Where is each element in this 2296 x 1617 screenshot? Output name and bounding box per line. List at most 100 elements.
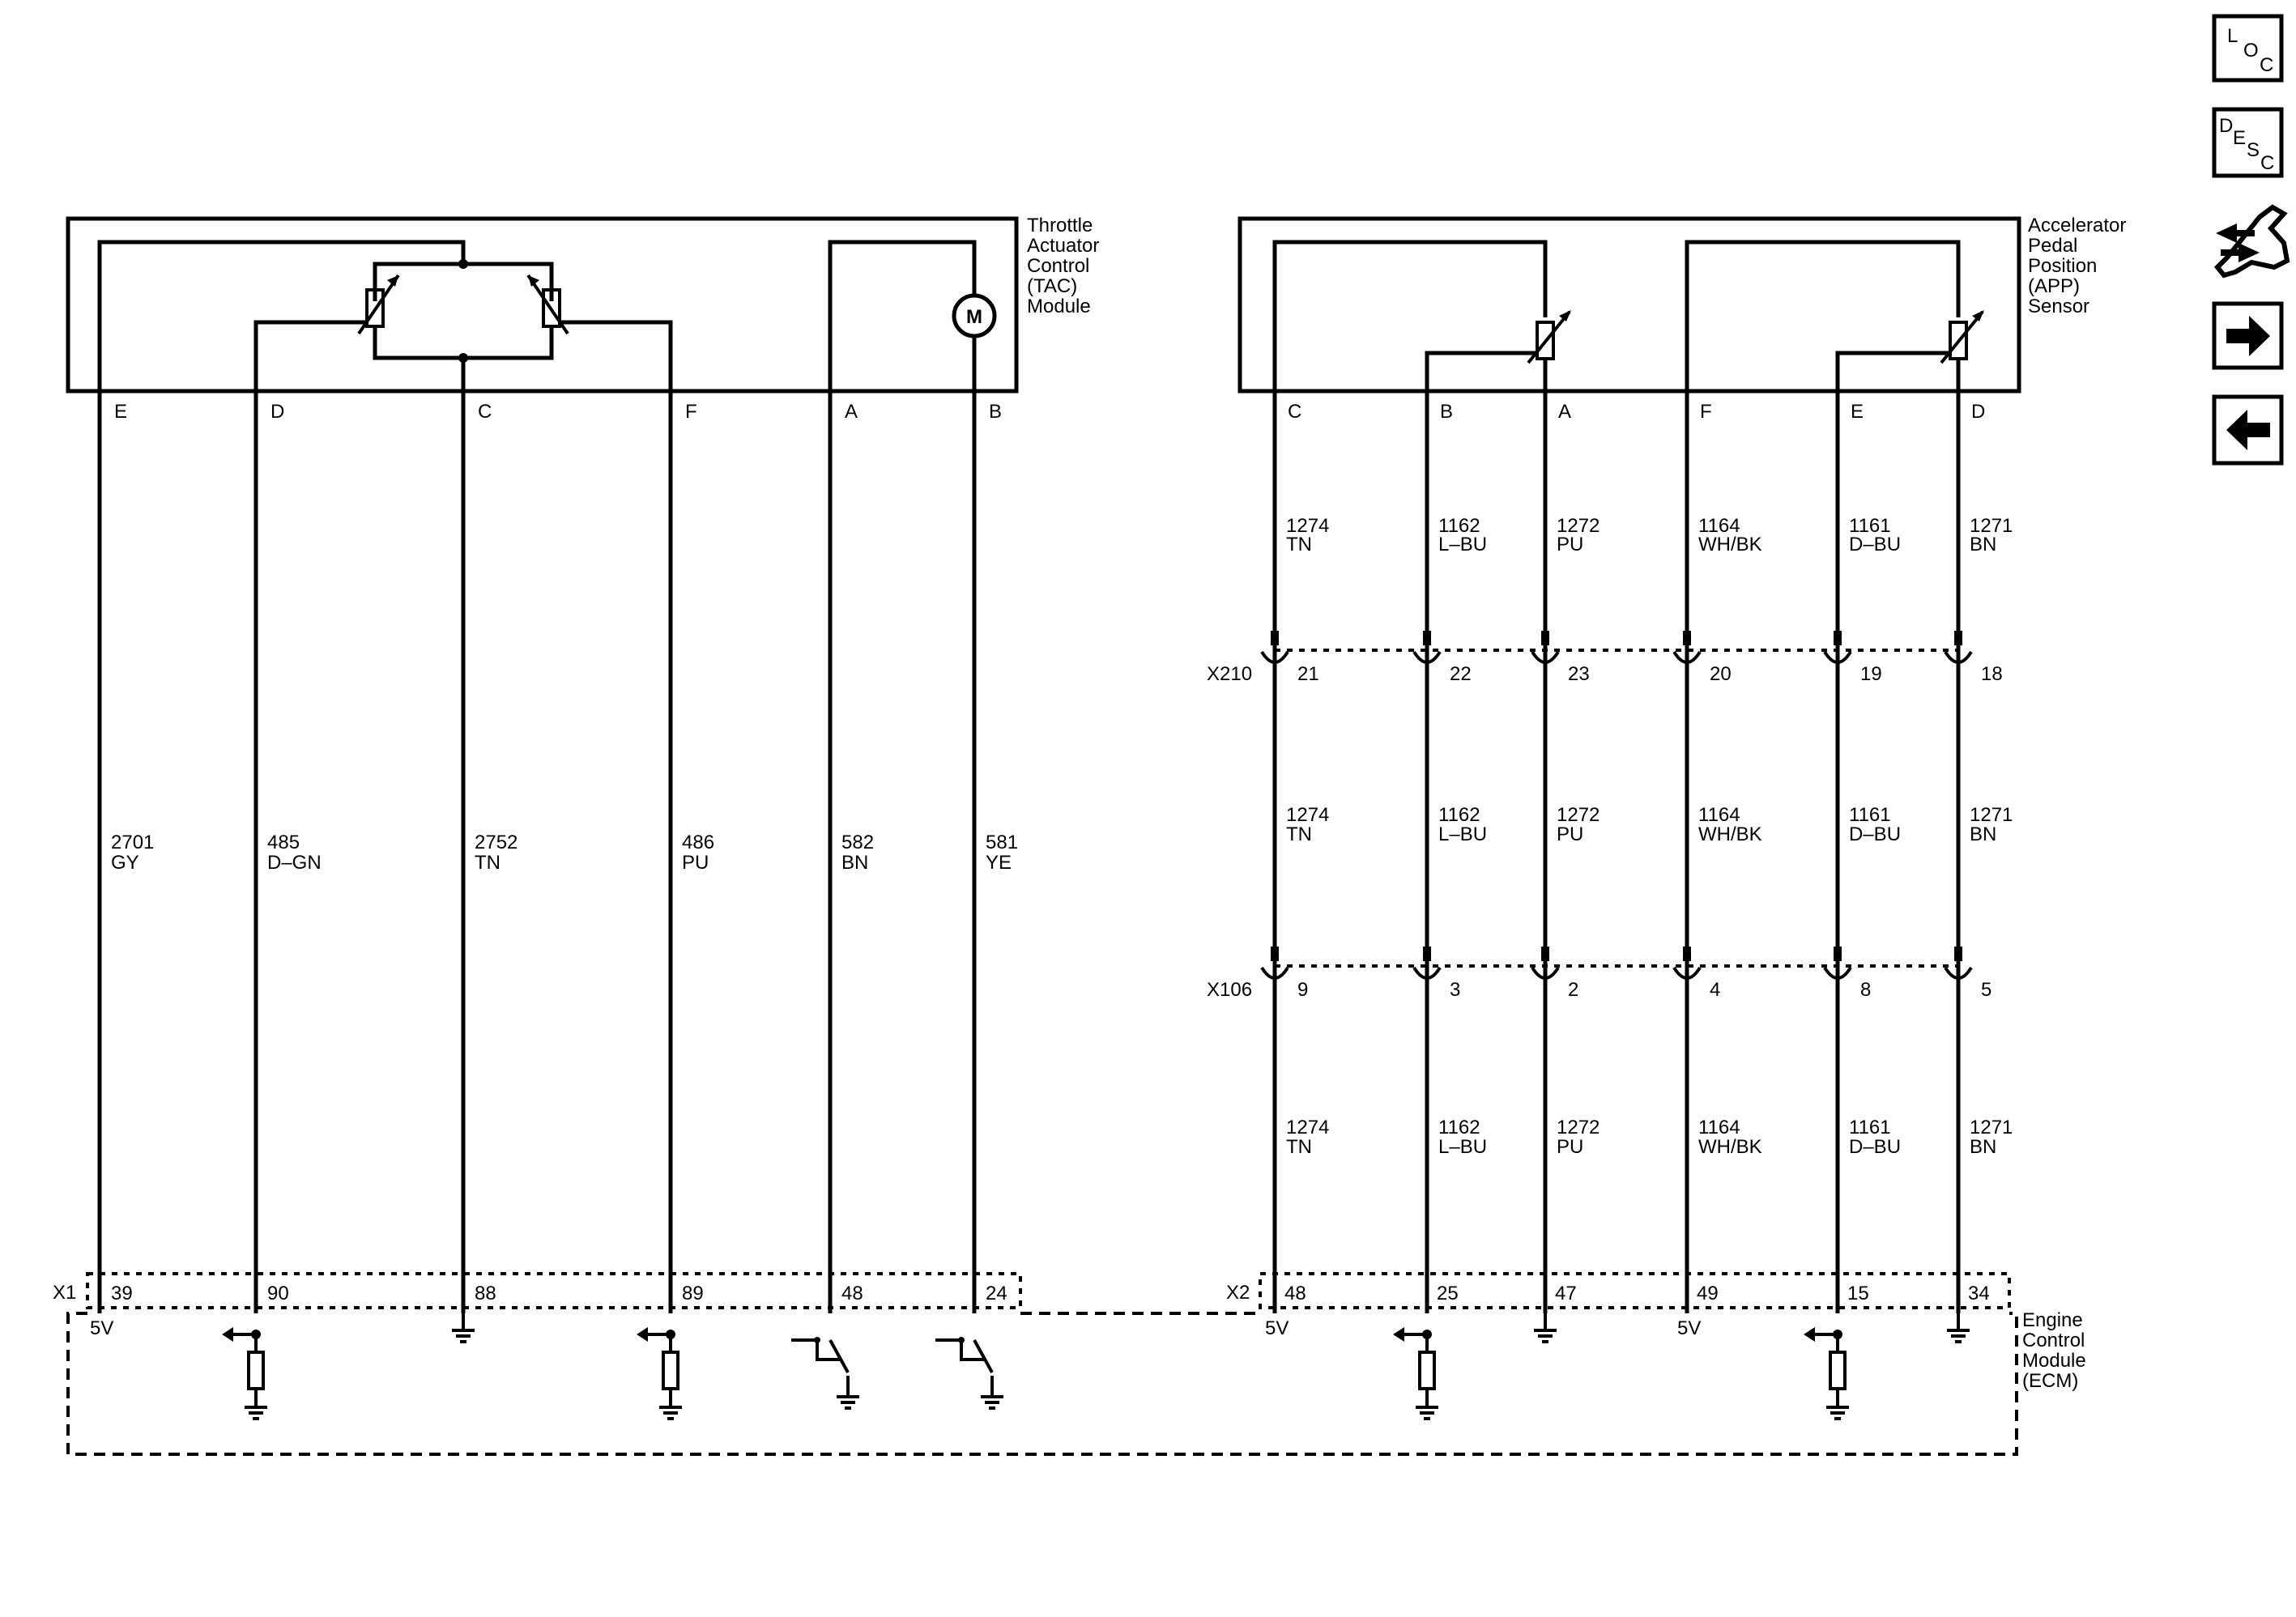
wire-color: TN [1286, 1136, 1312, 1158]
connector-pin-number: 20 [1710, 663, 1732, 685]
circuit-number: 1164 [1698, 1117, 1740, 1138]
circuit-number: 1164 [1698, 515, 1740, 537]
next-arrow-icon [2226, 316, 2270, 356]
wire-color: BN [1970, 534, 1996, 555]
module-label-line: Throttle [1027, 215, 1093, 236]
ecm-pin-label: 48 [841, 1283, 863, 1304]
connector-x106: X106 [1207, 964, 1958, 1001]
ecm-pin-label: 25 [1437, 1283, 1459, 1304]
circuit-number: 1274 [1286, 804, 1329, 826]
connector-pin-number: 23 [1568, 663, 1590, 685]
male-terminal [1834, 631, 1842, 645]
ecm-pin-label: 15 [1847, 1283, 1869, 1304]
pin-label: D [270, 401, 284, 423]
female-terminal [1412, 966, 1442, 980]
module-label-line: Module [2022, 1350, 2086, 1372]
connector-pin-number: 22 [1450, 663, 1472, 685]
wire-color: PU [1557, 1136, 1583, 1158]
circuit-number: 1271 [1970, 515, 2013, 537]
ecm-pin-label: 90 [267, 1283, 289, 1304]
wire-color: D–BU [1849, 534, 1901, 555]
pulldown-resistor [247, 1351, 265, 1390]
male-terminal [1541, 947, 1549, 961]
female-terminal [1672, 650, 1702, 664]
wire-color: BN [841, 852, 868, 874]
pulldown-resistor [662, 1351, 679, 1390]
wire-color: D–BU [1849, 823, 1901, 845]
connector-x106-label: X106 [1207, 979, 1252, 1001]
module-label-line: Control [1027, 255, 1089, 277]
tac-wires: E2701GY395VD485D–GN90C2752TN88F486PU89A5… [90, 391, 1018, 1339]
app-wires: C1274TN1274TN1274TN485VB1162L–BU1162L–BU… [1265, 391, 2013, 1339]
male-terminal [1271, 631, 1279, 645]
circuit-number: 1272 [1557, 1117, 1600, 1138]
circuit-number: 1161 [1849, 804, 1891, 826]
pin-label: B [989, 401, 1002, 423]
svg-text:O: O [2243, 40, 2259, 62]
module-label-line: Pedal [2028, 235, 2077, 257]
wire-color: PU [682, 852, 709, 874]
circuit-number: 1272 [1557, 515, 1600, 537]
signal-arrow-icon [637, 1327, 648, 1342]
wire-color: TN [475, 852, 501, 874]
circuit-number: 1161 [1849, 515, 1891, 537]
circuit-number: 581 [986, 832, 1018, 853]
svg-text:D: D [2219, 115, 2233, 137]
svg-text:S: S [2247, 139, 2260, 161]
pin-label: D [1971, 401, 1985, 423]
circuit-number: 1274 [1286, 1117, 1329, 1138]
circuit-number: 1272 [1557, 804, 1600, 826]
loc-button[interactable]: L O C [2212, 14, 2284, 83]
previous-arrow-button[interactable] [2212, 394, 2284, 466]
female-terminal [1531, 650, 1560, 664]
connector-x1: X1 [53, 1272, 1022, 1309]
ecm-terminals [222, 1313, 1970, 1420]
signal-arrow-icon [1804, 1327, 1815, 1342]
connector-pin-number: 5 [1981, 979, 1991, 1001]
wire-color: YE [986, 852, 1012, 874]
ecm-pin-label: 24 [986, 1283, 1007, 1304]
connector-repair-icon[interactable] [2213, 204, 2290, 279]
wire-color: BN [1970, 823, 1996, 845]
wire-color: L–BU [1438, 1136, 1487, 1158]
pin-label: B [1440, 401, 1453, 423]
module-label-line: Position [2028, 255, 2097, 277]
circuit-number: 2752 [475, 832, 518, 853]
wire-color: BN [1970, 1136, 1996, 1158]
circuit-number: 1162 [1438, 1117, 1480, 1138]
connector-pin-number: 3 [1450, 979, 1460, 1001]
pin-label: F [1700, 401, 1712, 423]
pulldown-resistor [1829, 1351, 1847, 1390]
male-terminal [1423, 631, 1431, 645]
voltage-label: 5V [1677, 1317, 1701, 1339]
desc-button[interactable]: D E S C [2212, 107, 2284, 178]
female-terminal [1823, 966, 1852, 980]
connector-pin-number: 21 [1297, 663, 1319, 685]
pin-label: C [478, 401, 492, 423]
male-terminal [1423, 947, 1431, 961]
circuit-number: 486 [682, 832, 714, 853]
module-label-line: (ECM) [2022, 1370, 2078, 1392]
connector-x2: X2 [1226, 1272, 2011, 1309]
circuit-number: 2701 [111, 832, 154, 853]
female-terminal [1260, 650, 1289, 664]
module-label-line: Actuator [1027, 235, 1099, 257]
next-arrow-button[interactable] [2212, 301, 2284, 370]
male-terminal [1683, 947, 1691, 961]
svg-text:E: E [2233, 127, 2246, 149]
connector-pin-number: 9 [1297, 979, 1308, 1001]
connector-pin-number: 8 [1860, 979, 1871, 1001]
wire-color: WH/BK [1698, 823, 1762, 845]
circuit-number: 582 [841, 832, 874, 853]
wire-color: TN [1286, 823, 1312, 845]
module-label-line: Sensor [2028, 296, 2089, 317]
module-label-line: (TAC) [1027, 275, 1077, 297]
pulldown-resistor [1418, 1351, 1436, 1390]
ecm-switch [829, 1339, 850, 1373]
ecm-pin-label: 48 [1284, 1283, 1306, 1304]
female-terminal [1944, 966, 1973, 980]
